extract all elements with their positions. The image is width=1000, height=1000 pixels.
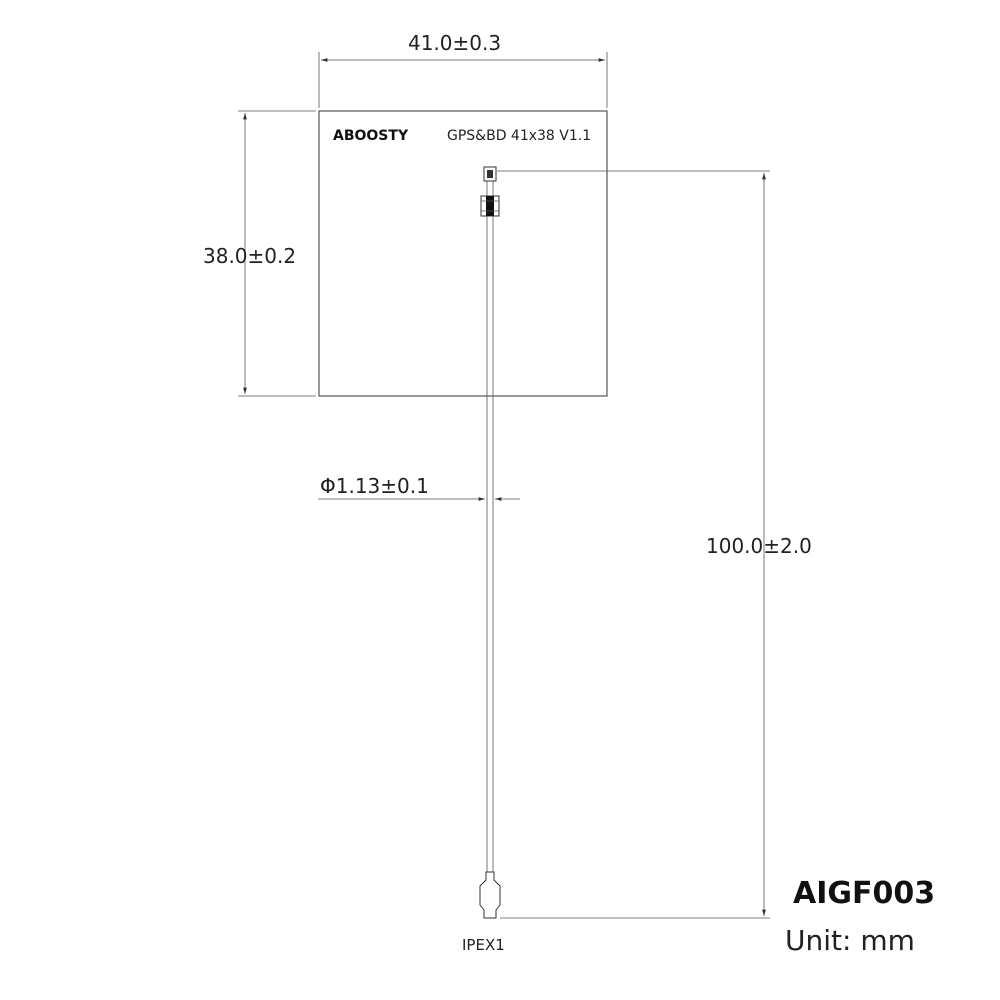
width-dimension xyxy=(318,52,608,108)
connector-label: IPEX1 xyxy=(462,936,505,954)
height-dimension xyxy=(238,110,316,397)
antenna-body xyxy=(318,110,608,397)
cable-length-label: 100.0±2.0 xyxy=(706,534,812,558)
unit-label: Unit: mm xyxy=(785,924,915,957)
height-label: 38.0±0.2 xyxy=(203,244,296,268)
antenna-label: GPS&BD 41x38 V1.1 xyxy=(447,128,591,144)
coax-cable xyxy=(486,181,494,872)
ipex-connector xyxy=(479,871,501,919)
cable-diameter-label: Φ1.13±0.1 xyxy=(320,474,429,498)
cable-length-dimension xyxy=(497,170,770,919)
width-label: 41.0±0.3 xyxy=(408,31,501,55)
brand-name: ABOOSTY xyxy=(333,128,409,144)
model-number: AIGF003 xyxy=(793,876,935,911)
feed-point xyxy=(480,166,500,217)
